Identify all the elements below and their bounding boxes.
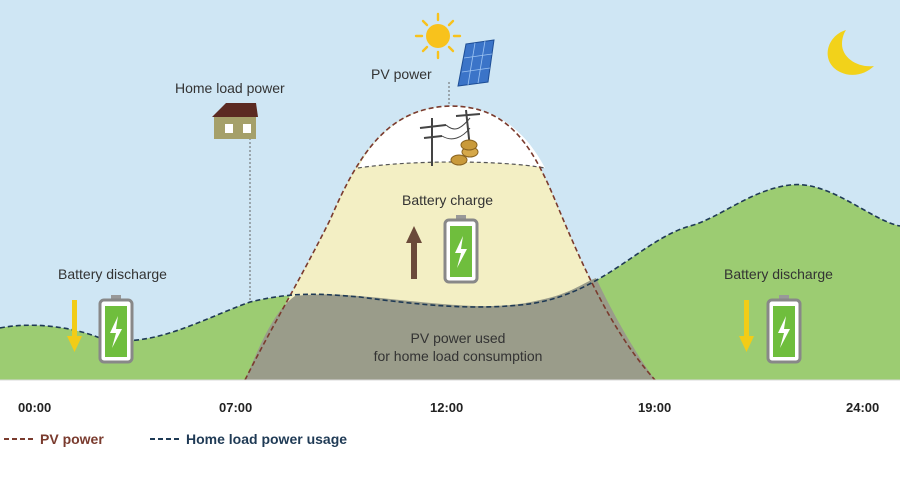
cap-divider	[357, 161, 546, 169]
label-battery-discharge-left: Battery discharge	[58, 266, 167, 282]
label-pv-used-line2: for home load consumption	[374, 348, 543, 364]
label-home-load-power: Home load power	[175, 80, 285, 96]
solar-panel-icon	[457, 39, 495, 87]
green-hills	[0, 184, 900, 380]
legend-home-label: Home load power usage	[186, 431, 347, 447]
house-icon	[212, 103, 258, 139]
pv-power-curve	[244, 105, 656, 381]
coins-icon	[450, 139, 479, 166]
label-pv-power: PV power	[371, 66, 432, 82]
legend: PV power Home load power usage	[4, 431, 347, 447]
pv-used-area	[245, 278, 655, 380]
time-tick-1: 07:00	[219, 400, 252, 415]
arrow-down-icon-left	[67, 300, 82, 352]
time-tick-4: 24:00	[846, 400, 879, 415]
sun-icon	[414, 12, 462, 60]
legend-pv-label: PV power	[40, 431, 104, 447]
time-tick-3: 19:00	[638, 400, 671, 415]
time-tick-0: 00:00	[18, 400, 51, 415]
arrow-down-icon-right	[739, 300, 754, 352]
battery-icon-discharge-left	[98, 295, 134, 364]
moon-icon	[827, 30, 874, 75]
label-pv-used-line1: PV power used	[411, 330, 506, 346]
time-tick-2: 12:00	[430, 400, 463, 415]
label-battery-discharge-right: Battery discharge	[724, 266, 833, 282]
battery-icon-discharge-right	[766, 295, 802, 364]
arrow-up-icon	[406, 226, 422, 279]
battery-icon-charge	[443, 215, 479, 284]
pv-peak-cap	[358, 106, 545, 168]
power-pole-icon	[419, 109, 481, 166]
label-battery-charge: Battery charge	[402, 192, 493, 208]
